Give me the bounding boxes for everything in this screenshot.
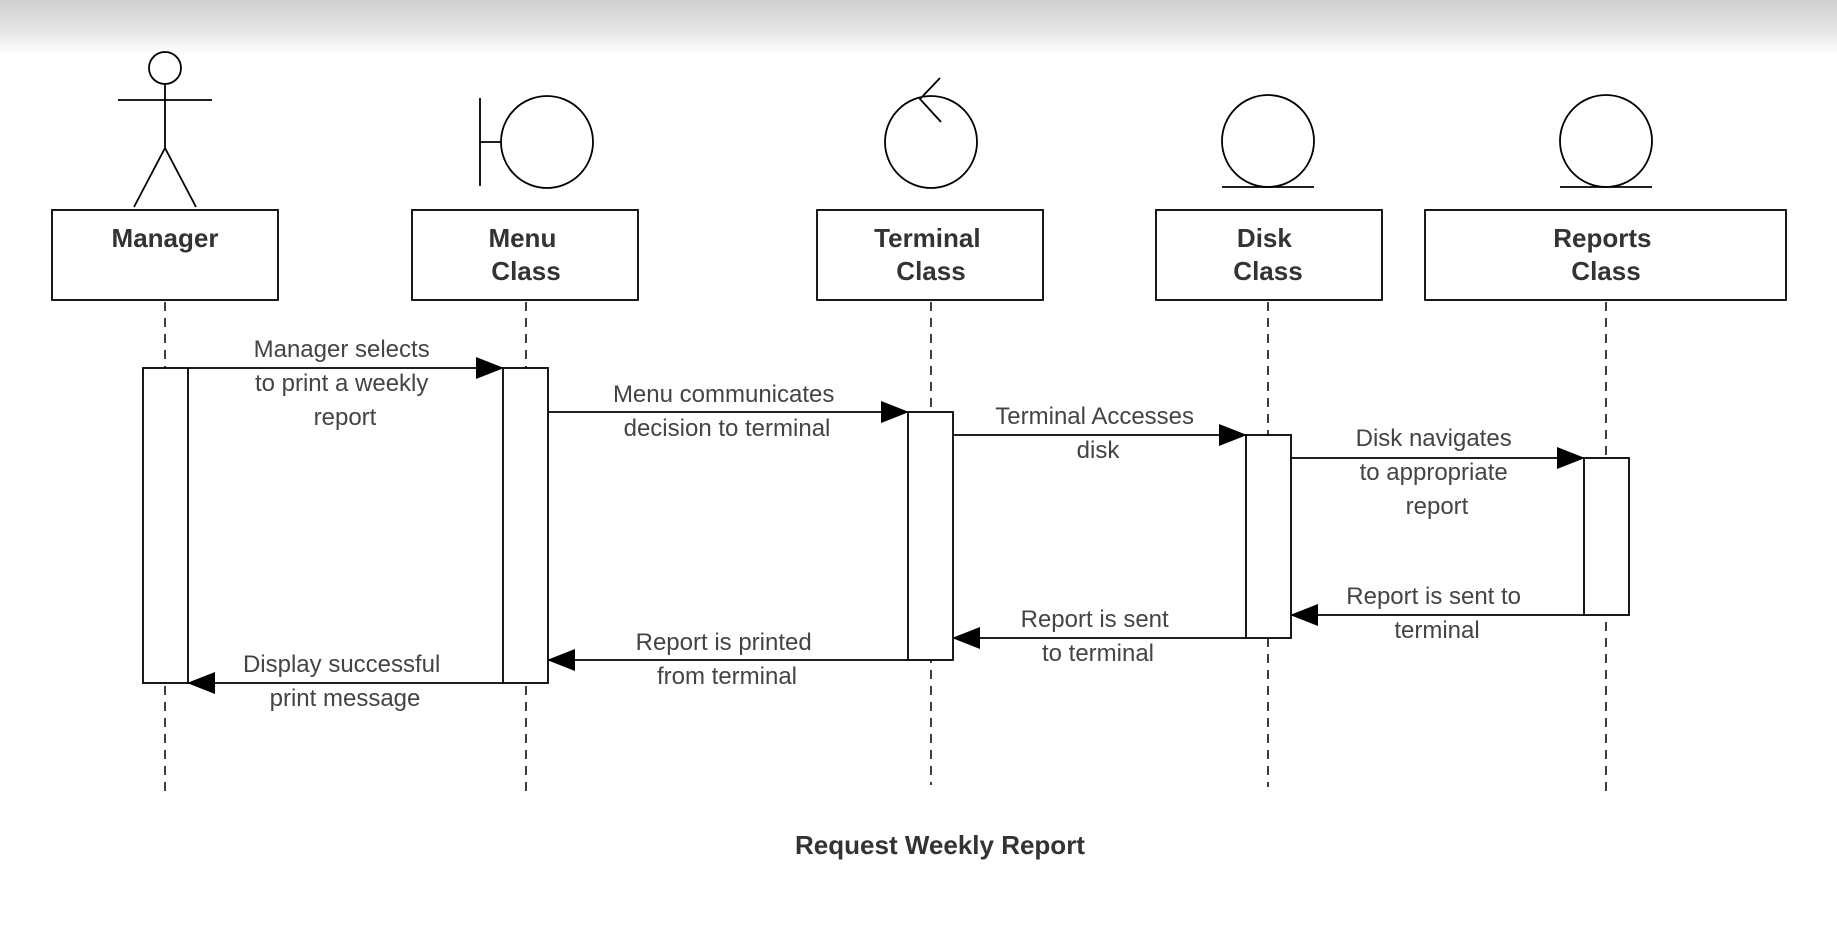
message-label-line: Report is sent xyxy=(1021,606,1169,633)
participant-label-line: Manager xyxy=(112,223,219,253)
message-label-6: Report is sent to terminal xyxy=(1021,606,1176,667)
participant-label-reports: Reports Class xyxy=(1553,223,1658,286)
activation-bar-reports xyxy=(1583,457,1630,616)
message-label-5: Report is sent to terminal xyxy=(1346,583,1527,644)
participant-label-line: Class xyxy=(1571,256,1640,286)
participant-box-terminal xyxy=(816,209,1044,301)
participant-box-disk xyxy=(1155,209,1383,301)
message-label-line: disk xyxy=(1077,437,1121,464)
participant-label-disk: Disk Class xyxy=(1233,223,1302,286)
participant-label-line: Menu xyxy=(488,223,556,253)
participant-label-menu: Menu Class xyxy=(488,223,563,286)
participant-label-terminal: Terminal Class xyxy=(874,223,988,286)
diagram-title: Request Weekly Report xyxy=(795,830,1085,860)
message-label-line: Display successful xyxy=(243,651,440,678)
message-label-3: Terminal Accesses disk xyxy=(995,403,1200,464)
participant-label-manager: Manager xyxy=(112,223,219,253)
message-label-2: Menu communicates decision to terminal xyxy=(613,381,841,442)
participant-label-line: Reports xyxy=(1553,223,1651,253)
activation-bar-disk xyxy=(1245,434,1292,639)
message-label-line: Manager selects xyxy=(254,336,430,363)
message-label-line: to appropriate xyxy=(1360,459,1508,486)
message-label-line: from terminal xyxy=(657,663,797,690)
message-label-line: Disk navigates xyxy=(1356,425,1512,452)
message-label-line: Report is printed xyxy=(636,629,812,656)
entity-icon-reports xyxy=(1559,94,1653,188)
message-label-7: Report is printed from terminal xyxy=(636,629,819,690)
message-label-line: Report is sent to xyxy=(1346,583,1521,610)
message-label-line: report xyxy=(1406,493,1469,520)
activation-bar-manager xyxy=(142,367,189,684)
participant-box-reports xyxy=(1424,209,1787,301)
message-label-8: Display successful print message xyxy=(243,651,447,712)
message-label-4: Disk navigates to appropriate report xyxy=(1356,425,1519,520)
message-label-line: to terminal xyxy=(1042,640,1154,667)
message-label-line: decision to terminal xyxy=(624,415,831,442)
control-icon xyxy=(884,77,978,189)
boundary-icon xyxy=(479,95,594,189)
message-label-line: terminal xyxy=(1394,617,1479,644)
message-label-line: Menu communicates xyxy=(613,381,834,408)
activation-bar-menu xyxy=(502,367,549,684)
participant-label-line: Class xyxy=(491,256,560,286)
participant-label-line: Disk xyxy=(1237,223,1292,253)
activation-bar-terminal xyxy=(907,411,954,661)
participant-label-line: Class xyxy=(1233,256,1302,286)
actor-icon xyxy=(118,51,212,208)
participant-label-line: Class xyxy=(896,256,965,286)
participant-box-manager xyxy=(51,209,279,301)
window-top-bar xyxy=(0,0,1837,56)
participant-label-line: Terminal xyxy=(874,223,980,253)
message-label-1: Manager selects to print a weekly report xyxy=(254,336,437,431)
message-label-line: Terminal Accesses xyxy=(995,403,1194,430)
message-label-line: report xyxy=(314,404,377,431)
message-label-line: print message xyxy=(270,685,421,712)
message-label-line: to print a weekly xyxy=(255,370,428,397)
entity-icon-disk xyxy=(1221,94,1315,188)
participant-box-menu xyxy=(411,209,639,301)
